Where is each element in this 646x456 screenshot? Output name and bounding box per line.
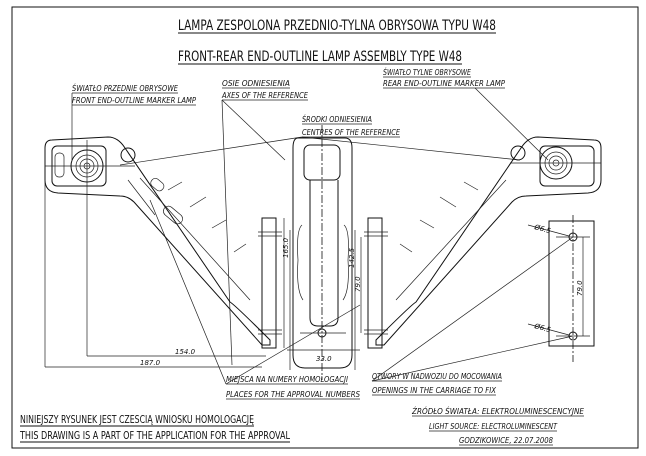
svg-text:REAR END-OUTLINE MARKER LAMP: REAR END-OUTLINE MARKER LAMP	[383, 79, 505, 88]
callout-centres: ŚRODKI ODNIESIENIA CENTRES OF THE REFERE…	[119, 115, 521, 166]
dim-height-side: 165.0	[282, 237, 290, 258]
note-pl: NINIEJSZY RYSUNEK JEST CZESCIĄ WNIOSKU H…	[20, 414, 254, 426]
dimension-lines	[45, 218, 285, 368]
callout-openings: OTWORY W NADWOZIU DO MOCOWANIA OPENINGS …	[371, 236, 574, 396]
title-pl: LAMPA ZESPOLONA PRZEDNIO-TYLNA OBRYSOWA …	[178, 18, 496, 34]
dim-width-outer: 187.0	[140, 359, 161, 367]
callout-front-lamp: ŚWIATŁO PRZEDNIE OBRYSOWE FRONT END-OUTL…	[71, 84, 196, 160]
svg-text:OPENINGS IN THE CARRIAGE TO FI: OPENINGS IN THE CARRIAGE TO FIX	[372, 386, 497, 395]
svg-text:OTWORY W NADWOZIU DO MOCOWANIA: OTWORY W NADWOZIU DO MOCOWANIA	[372, 372, 502, 381]
place-date: GODZIKOWICE, 22.07.2008	[459, 436, 553, 445]
svg-text:OSIE ODNIESIENIA: OSIE ODNIESIENIA	[222, 79, 290, 88]
drawing-frame	[11, 6, 639, 449]
svg-text:FRONT END-OUTLINE MARKER LAMP: FRONT END-OUTLINE MARKER LAMP	[72, 96, 196, 105]
title-en: FRONT-REAR END-OUTLINE LAMP ASSEMBLY TYP…	[178, 49, 462, 65]
svg-text:MIEJSCA NA NUMERY HOMOLOGACJI: MIEJSCA NA NUMERY HOMOLOGACJI	[226, 375, 349, 384]
svg-text:ŚWIATŁO PRZEDNIE OBRYSOWE: ŚWIATŁO PRZEDNIE OBRYSOWE	[72, 84, 178, 93]
dim-height-center: 142.5	[348, 247, 356, 268]
light-source-en: LIGHT SOURCE: ELECTROLUMINESCENT	[429, 422, 558, 431]
dim-center-width: 33.0	[316, 355, 332, 363]
svg-text:AXES OF THE REFERENCE: AXES OF THE REFERENCE	[221, 91, 308, 100]
callout-axes: OSIE ODNIESIENIA AXES OF THE REFERENCE	[221, 79, 308, 366]
mounting-holes-drawing	[527, 215, 595, 362]
dim-hole-spacing-right: 79.0	[576, 280, 584, 296]
svg-text:ŚWIATŁO TYLNE OBRYSOWE: ŚWIATŁO TYLNE OBRYSOWE	[383, 68, 471, 77]
front-lamp-drawing	[44, 136, 282, 367]
rear-lamp-drawing	[375, 136, 602, 346]
svg-text:CENTRES OF THE REFERENCE: CENTRES OF THE REFERENCE	[302, 128, 400, 137]
svg-text:PLACES FOR THE APPROVAL NUMBER: PLACES FOR THE APPROVAL NUMBERS	[226, 390, 360, 399]
light-source-pl: ŹRÓDŁO ŚWIATŁA: ELEKTROLUMINESCENCYJNE	[411, 407, 584, 416]
callout-rear-lamp: ŚWIATŁO TYLNE OBRYSOWE REAR END-OUTLINE …	[383, 68, 549, 161]
note-en: THIS DRAWING IS A PART OF THE APPLICATIO…	[19, 430, 290, 442]
dim-hole-spacing-center: 79.0	[354, 276, 362, 292]
center-lamp-drawing	[287, 125, 388, 380]
dim-width-inner: 154.0	[175, 348, 196, 356]
svg-text:ŚRODKI ODNIESIENIA: ŚRODKI ODNIESIENIA	[302, 115, 372, 124]
